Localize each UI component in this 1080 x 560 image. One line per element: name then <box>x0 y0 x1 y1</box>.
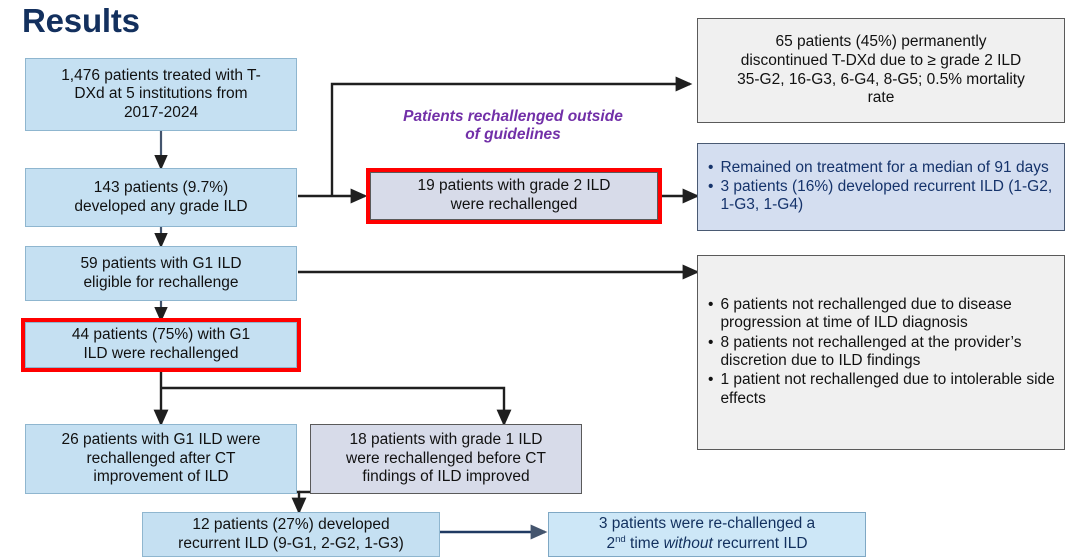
node-g1-eligible[interactable]: 59 patients with G1 ILD eligible for rec… <box>25 246 297 301</box>
node-g1-rechallenged[interactable]: 44 patients (75%) with G1 ILD were recha… <box>25 322 297 368</box>
ordinal-suffix: nd <box>615 533 626 545</box>
node-after-ct-line1: 26 patients with G1 ILD were <box>61 431 261 449</box>
node-any-grade-ild-line2: developed any grade ILD <box>74 197 248 215</box>
node-before-ct-findings[interactable]: 18 patients with grade 1 ILD were rechal… <box>310 424 582 494</box>
list-item: • 1 patient not rechallenged due to into… <box>708 371 1058 408</box>
node-second-rechallenge-line1: 3 patients were re-challenged a <box>598 515 816 533</box>
node-g1-rechallenged-line2: ILD were rechallenged <box>83 345 239 362</box>
grade2-outcome-1: Remained on treatment for a median of 91… <box>720 158 1049 176</box>
bullet-icon: • <box>708 177 714 195</box>
node-discontinued[interactable]: 65 patients (45%) permanently discontinu… <box>697 18 1065 123</box>
list-item: • 8 patients not rechallenged at the pro… <box>708 334 1058 371</box>
node-cohort-line1: 1,476 patients treated with T- <box>61 66 261 84</box>
node-second-rechallenge[interactable]: 3 patients were re-challenged a 2nd time… <box>548 512 866 557</box>
node-before-ct-line3: findings of ILD improved <box>362 468 530 486</box>
node-any-grade-ild-line1: 143 patients (9.7%) <box>93 178 229 196</box>
not-rechallenged-reason-1: 6 patients not rechallenged due to disea… <box>720 296 1012 332</box>
node-cohort-line2: DXd at 5 institutions from <box>74 85 248 103</box>
node-grade2-line1: 19 patients with grade 2 ILD <box>417 177 611 195</box>
node-any-grade-ild[interactable]: 143 patients (9.7%) developed any grade … <box>25 168 297 227</box>
node-after-ct-improvement[interactable]: 26 patients with G1 ILD were rechallenge… <box>25 424 297 494</box>
node-recurrent-ild-line2: recurrent ILD (9-G1, 2-G2, 1-G3) <box>178 534 404 552</box>
second-rechallenge-mid: time <box>625 535 664 553</box>
node-grade2-line2: were rechallenged <box>450 196 578 213</box>
node-discontinued-line3: 35-G2, 16-G3, 6-G4, 8-G5; 0.5% mortality <box>737 70 1025 88</box>
node-recurrent-ild-line1: 12 patients (27%) developed <box>192 515 390 533</box>
node-g1-rechallenged-line1: 44 patients (75%) with G1 <box>71 326 251 344</box>
node-cohort[interactable]: 1,476 patients treated with T- DXd at 5 … <box>25 58 297 131</box>
node-cohort-line3: 2017-2024 <box>123 103 199 121</box>
node-discontinued-line2: discontinued T-DXd due to ≥ grade 2 ILD <box>740 51 1022 69</box>
node-grade2-rechallenged[interactable]: 19 patients with grade 2 ILD were rechal… <box>370 172 658 220</box>
list-item: • Remained on treatment for a median of … <box>708 159 1058 177</box>
second-rechallenge-post: recurrent ILD <box>712 535 808 553</box>
ordinal-number: 2 <box>606 535 616 553</box>
grade2-outcome-2: 3 patients (16%) developed recurrent ILD… <box>720 177 1053 214</box>
caption-line2: of guidelines <box>465 126 561 144</box>
caption-line1: Patients rechallenged outside <box>403 108 623 125</box>
node-g1-eligible-line1: 59 patients with G1 ILD <box>80 254 242 272</box>
bullet-icon: • <box>708 296 714 314</box>
node-before-ct-line1: 18 patients with grade 1 ILD <box>349 431 543 449</box>
node-before-ct-line2: were rechallenged before CT <box>346 449 546 467</box>
list-item: • 6 patients not rechallenged due to dis… <box>708 296 1058 333</box>
page-title: Results <box>22 2 140 39</box>
node-second-rechallenge-line2: 2nd time without recurrent ILD <box>555 534 859 554</box>
not-rechallenged-reason-2: 8 patients not rechallenged at the provi… <box>720 333 1022 369</box>
bullet-icon: • <box>708 333 714 351</box>
node-recurrent-ild[interactable]: 12 patients (27%) developed recurrent IL… <box>142 512 440 557</box>
node-after-ct-line2: rechallenged after CT <box>86 449 236 467</box>
second-rechallenge-emphasis: without <box>663 535 713 553</box>
node-not-rechallenged-reasons[interactable]: • 6 patients not rechallenged due to dis… <box>697 255 1065 450</box>
list-item: • 3 patients (16%) developed recurrent I… <box>708 178 1058 215</box>
node-grade2-outcomes[interactable]: • Remained on treatment for a median of … <box>697 143 1065 231</box>
bullet-icon: • <box>708 371 714 389</box>
node-discontinued-line1: 65 patients (45%) permanently <box>775 33 987 51</box>
not-rechallenged-reason-3: 1 patient not rechallenged due to intole… <box>720 371 1055 407</box>
bullet-icon: • <box>708 158 714 176</box>
node-g1-eligible-line2: eligible for rechallenge <box>83 273 239 291</box>
caption-rechallenged-outside-guidelines: Patients rechallenged outside of guideli… <box>365 108 661 145</box>
node-discontinued-line4: rate <box>867 89 895 107</box>
node-after-ct-line3: improvement of ILD <box>93 468 229 486</box>
